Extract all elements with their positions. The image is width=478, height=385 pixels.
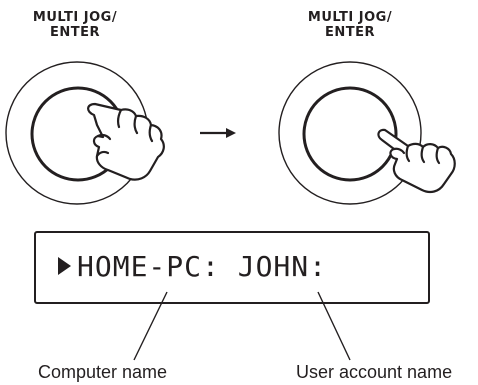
knob-inner-dial [302,86,398,182]
multi-jog-label-line2: ENTER [324,25,376,40]
user-account-value: JOHN: [237,250,328,283]
knob-outer-ring [278,61,422,205]
arrow-right-icon [200,128,236,138]
cursor-triangle-icon [58,257,71,275]
hand-turning-icon [87,102,165,181]
hand-pressing-icon [377,128,456,194]
multi-jog-label-line1: MULTI JOG/ [32,10,118,25]
lcd-display-text: HOME-PC: JOHN: [58,250,327,284]
user-name-leader [317,291,351,361]
computer-name-caption: Computer name [38,362,168,382]
multi-jog-label-line1: MULTI JOG/ [307,10,393,25]
computer-name-leader [133,291,168,361]
user-account-caption: User account name [296,362,453,382]
lcd-display-frame [34,231,430,304]
multi-jog-knob-right [278,61,422,205]
computer-name-value: HOME-PC: [77,250,220,283]
multi-jog-label-left: MULTI JOG/ ENTER [0,10,150,40]
multi-jog-label-right: MULTI JOG/ ENTER [268,10,432,40]
multi-jog-label-line2: ENTER [49,25,101,40]
